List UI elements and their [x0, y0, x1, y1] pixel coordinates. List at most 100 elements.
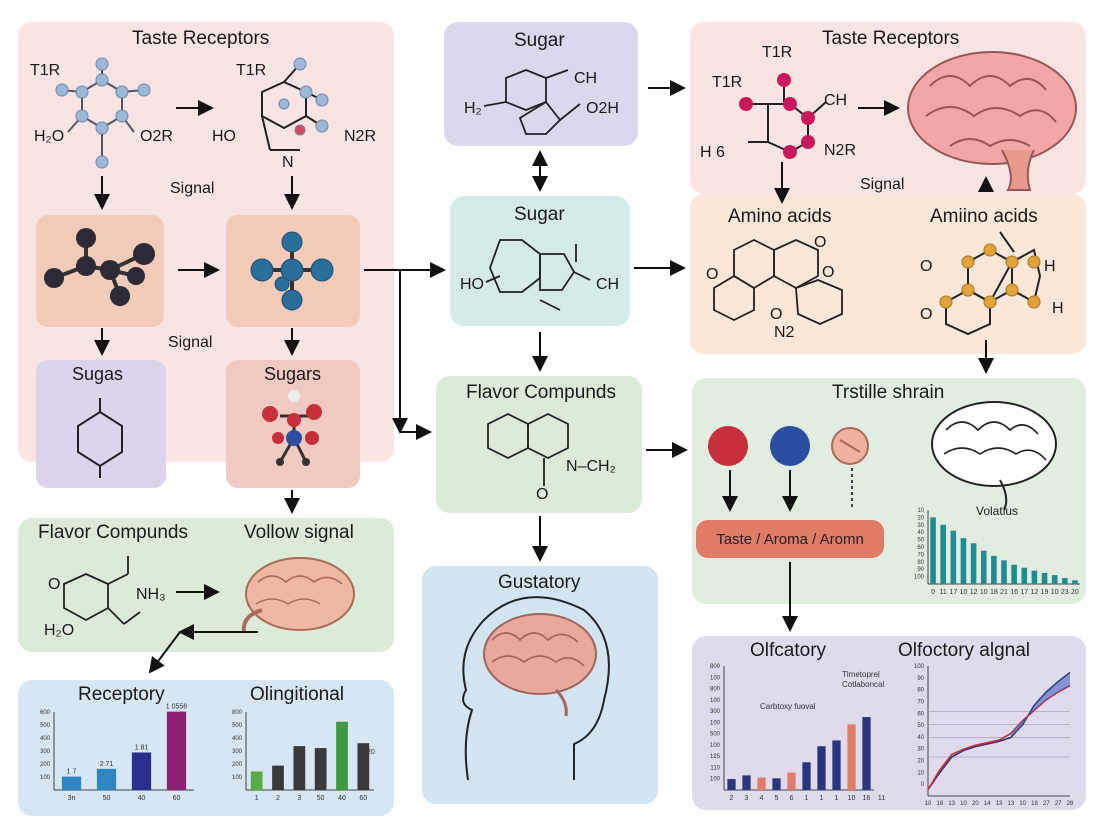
chart4-xtick: 13 [948, 801, 955, 807]
chart4-ytick: 50 [917, 723, 924, 729]
label-signal-1: Signal [170, 180, 215, 197]
label-signal-2: Signal [168, 334, 213, 351]
chart2-xtick: 17 [949, 589, 957, 596]
label-amino-o1: O [814, 234, 827, 251]
label-ho-sugar-mid: HO [460, 276, 484, 293]
chart3-bar [772, 778, 781, 790]
chart2-bar [1001, 560, 1007, 584]
panel-sugar-top [444, 22, 638, 146]
chart3-bar [832, 740, 841, 790]
chart2-ytick: 100 [914, 575, 925, 581]
chart1-bar [357, 743, 370, 790]
chart3-xtick: 2 [730, 795, 734, 802]
label-amino-o5: O [920, 258, 933, 275]
title-gustatory: Gustatory [498, 572, 581, 593]
chart0-ytick: 200 [40, 762, 51, 768]
chart2-ytick: 50 [917, 538, 924, 544]
chart2-ytick: 90 [917, 567, 924, 573]
chart3-bar [802, 762, 811, 790]
chart1-ytick: 800 [232, 710, 243, 716]
chart3-xtick: 4 [760, 795, 764, 802]
chart3-ytick: 100 [710, 777, 721, 783]
chart3-bar [862, 717, 871, 790]
chart3-xtick: 11 [878, 795, 885, 802]
title-flavor-center: Flavor Compunds [466, 382, 616, 403]
chart2-bar [1062, 578, 1068, 584]
chart3-ytick: 110 [710, 765, 720, 771]
molecule-amino-left [713, 238, 843, 325]
chart3-xtick: 3 [745, 795, 749, 802]
chart3-xtick: 10 [848, 795, 856, 802]
chart2-bar [1021, 567, 1028, 584]
chart4-xtick: 18 [936, 801, 943, 807]
chart3-ytick: 100 [710, 698, 721, 704]
chart0-bar [131, 752, 152, 790]
chart3-ytick: 500 [710, 732, 721, 738]
chart2-xtick: 12 [970, 589, 978, 596]
chart2-xtick: 17 [1020, 589, 1028, 596]
chart0-data-label: 1 81 [135, 744, 149, 751]
label-ho: HO [212, 128, 236, 145]
brain-trstille [931, 401, 1057, 511]
chart1-bar [314, 748, 327, 790]
chart4-ytick: 10 [917, 770, 924, 776]
chart1-xtick: 60 [359, 795, 367, 802]
label-amino-o3: O [822, 264, 835, 281]
label-t1r-right-b: T1R [712, 74, 743, 91]
panel-flavor-center [436, 376, 642, 513]
title-olfcatory: Olfcatory [750, 640, 827, 661]
title-amino-left: Amino acids [728, 206, 832, 227]
label-ch-sugar: CH [574, 70, 598, 87]
title-sugar-mid: Sugar [514, 204, 565, 225]
chart0-xtick: 50 [103, 795, 111, 802]
title-trstille-shrain: Trstille shrain [832, 382, 945, 403]
molecule-flavor-center [487, 412, 569, 486]
label-h2-sugar: H₂ [464, 100, 482, 117]
chart0-data-label: 1 0556 [166, 704, 188, 711]
label-n: N [282, 154, 294, 171]
label-n2r-right: N2R [824, 142, 857, 159]
chart2-bar [1041, 572, 1048, 584]
chart4-xtick: 10 [925, 801, 932, 807]
chart3-xtick: 16 [863, 795, 871, 802]
chart1-ytick: 200 [232, 762, 243, 768]
chart2-xtick: 10 [1051, 589, 1059, 596]
label-o2h-sugar: O2H [586, 100, 619, 117]
label-h2o: H₂O [34, 128, 65, 145]
chart3-xtick: 6 [790, 795, 794, 802]
chart2-bar [1031, 570, 1038, 584]
chart2-xtick: 18 [990, 589, 998, 596]
chart4-xtick: 27 [1043, 801, 1050, 807]
title-taste-receptors-right: Taste Receptors [822, 28, 960, 49]
molecule-n2r-atoms [278, 57, 329, 136]
chart0-xtick: 40 [138, 795, 146, 802]
label-amino-o6: O [920, 306, 933, 323]
chart3-bar [742, 775, 751, 790]
chart1-bar [293, 746, 306, 790]
chart3-xtick: 1 [835, 795, 839, 802]
chart2-bar [960, 538, 967, 584]
chart0-ytick: 400 [40, 736, 51, 742]
chart2-bar [950, 530, 957, 584]
chart3-bar [847, 724, 856, 790]
label-amino-h2: H [1052, 300, 1064, 317]
chart2-ytick: 60 [917, 545, 924, 551]
chart0-ytick: 500 [40, 723, 51, 729]
chart1-xtick: 2 [276, 795, 280, 802]
chart4-xtick: 14 [984, 801, 991, 807]
chart0-ytick: 300 [40, 749, 51, 755]
chart1-xtick: 40 [338, 795, 346, 802]
label-o2r: O2R [140, 128, 173, 145]
chart3-bar [757, 777, 766, 790]
title-olingitional: Olingitional [250, 684, 344, 705]
chart3-ytick: 100 [710, 675, 721, 681]
chart4-ytick: 100 [914, 664, 925, 670]
chart0-bar [166, 711, 187, 790]
chart4-ytick: 40 [917, 735, 924, 741]
chart2-xtick: 20 [1071, 589, 1079, 596]
chart2-bar [940, 524, 946, 584]
chart1-ytick: 400 [232, 736, 243, 742]
chart0-data-label: 1 7 [67, 769, 77, 776]
chart1-bar [336, 721, 348, 790]
